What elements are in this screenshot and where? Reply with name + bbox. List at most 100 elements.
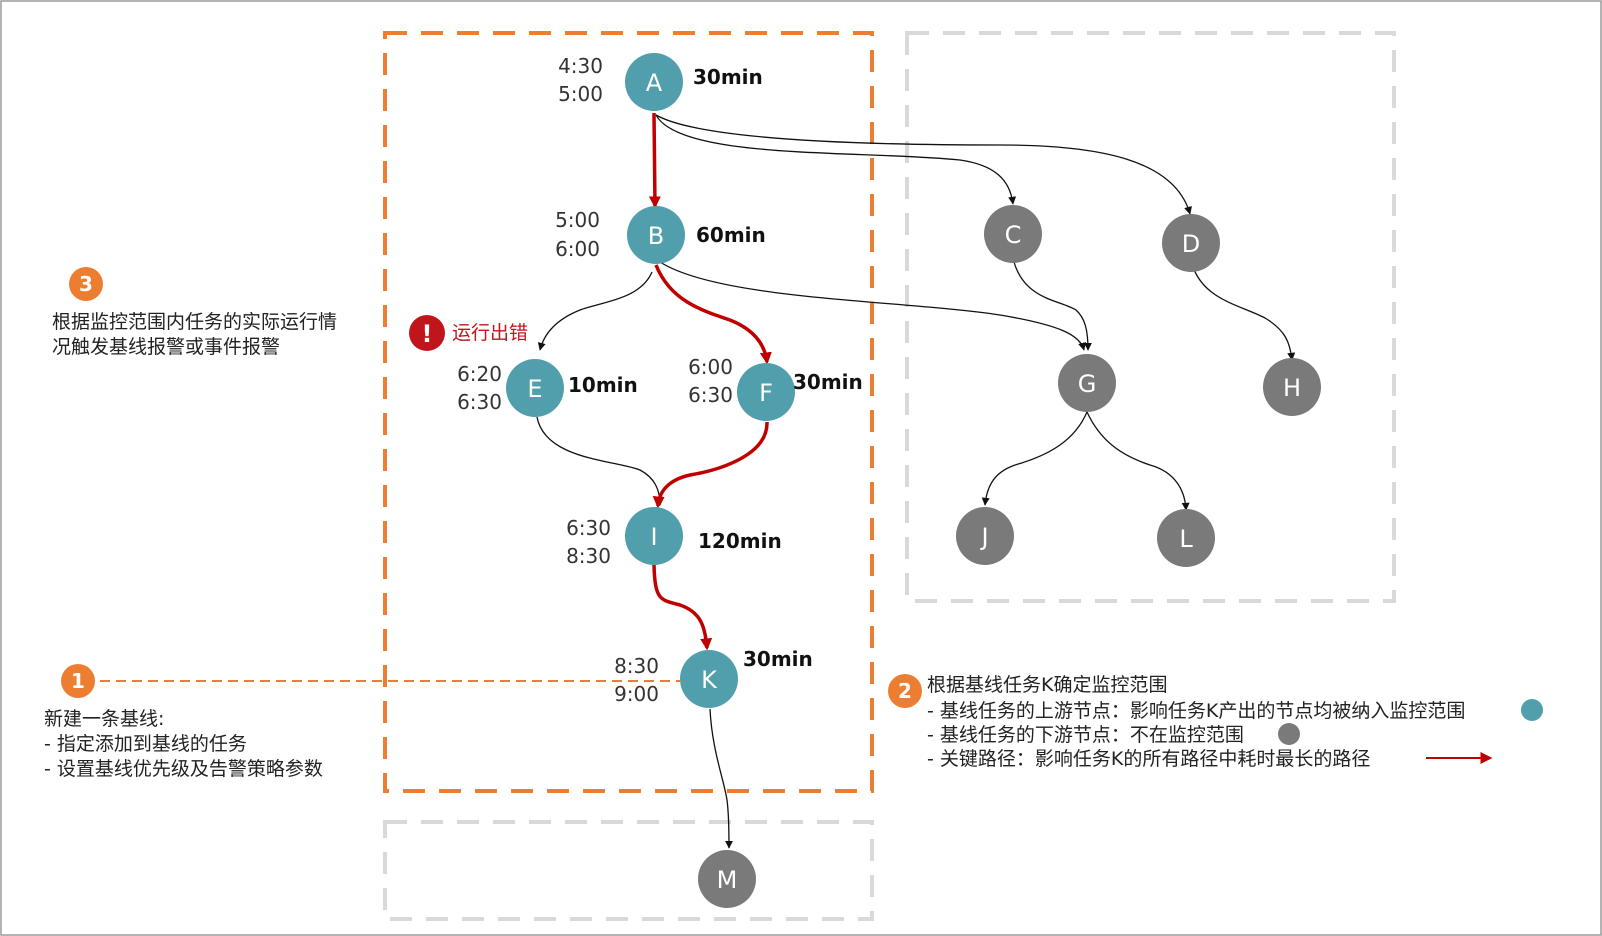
node-C-circle: [984, 205, 1042, 263]
node-G-circle: [1058, 354, 1116, 412]
node-H-label: H: [1283, 374, 1301, 402]
node-A-start: 4:30: [558, 54, 603, 78]
node-K-start: 8:30: [614, 654, 659, 678]
note-2-number: 2: [898, 679, 912, 703]
node-I: I: [625, 507, 683, 565]
edge-G-J: [981, 411, 1088, 506]
node-A-end: 5:00: [558, 82, 603, 106]
edge-A-C: [655, 114, 1017, 205]
node-F: F: [737, 363, 795, 421]
edges-normal: [536, 114, 1296, 849]
node-E: E: [506, 359, 564, 417]
note-3-line-2: 况触发基线报警或事件报警: [52, 336, 280, 358]
node-J: J: [956, 507, 1014, 565]
node-A-label: A: [646, 69, 663, 97]
edge-A-D: [655, 114, 1192, 215]
critical-edge-B-F: [654, 264, 772, 365]
monitoring-scope-region: [383, 31, 874, 793]
node-F-circle: [737, 363, 795, 421]
node-H: H: [1263, 358, 1321, 416]
edge-B-G: [659, 261, 1087, 351]
edge-G-L: [1086, 411, 1190, 511]
note-2-badge: [888, 674, 922, 708]
node-B-duration: 60min: [696, 223, 766, 247]
node-K-label: K: [701, 666, 718, 694]
error-text: 运行出错: [452, 322, 528, 344]
node-K: K: [680, 650, 738, 708]
edge-D-H: [1192, 266, 1296, 361]
node-I-start: 6:30: [566, 516, 611, 540]
note-2-item-2: - 基线任务的下游节点：不在监控范围: [927, 724, 1244, 746]
downstream-legend-dot: [1278, 723, 1300, 745]
node-I-label: I: [650, 523, 657, 551]
node-J-label: J: [979, 523, 988, 551]
node-M: M: [698, 850, 756, 908]
node-K-duration: 30min: [743, 647, 813, 671]
note-2-item-1: - 基线任务的上游节点：影响任务K产出的节点均被纳入监控范围: [927, 700, 1465, 722]
node-B-circle: [627, 206, 685, 264]
node-B-end: 6:00: [555, 237, 600, 261]
critical-edge-I-K: [652, 564, 713, 651]
downstream-region-bottom: [383, 820, 874, 921]
edge-B-E: [537, 271, 653, 351]
critical-edge-F-I: [652, 421, 769, 509]
node-I-end: 8:30: [566, 544, 611, 568]
error-icon: [409, 315, 445, 351]
outside-scope-region-right: [905, 31, 1396, 603]
error-icon-glyph: !: [422, 320, 433, 348]
note-1-number: 1: [71, 669, 85, 693]
node-G: G: [1058, 354, 1116, 412]
node-H-circle: [1263, 358, 1321, 416]
note-1-title: 新建一条基线:: [44, 708, 164, 730]
node-A: A: [625, 53, 683, 111]
node-L-label: L: [1179, 525, 1193, 553]
edge-C-G: [1013, 261, 1092, 351]
note-2-item-3: - 关键路径：影响任务K的所有路径中耗时最长的路径: [927, 748, 1370, 770]
edge-K-M: [709, 708, 733, 849]
node-M-label: M: [717, 866, 738, 894]
node-E-label: E: [527, 375, 542, 403]
note-1-item-1: - 指定添加到基线的任务: [44, 733, 247, 755]
critical-edge-A-B: [648, 112, 661, 209]
node-L: L: [1157, 509, 1215, 567]
node-A-circle: [625, 53, 683, 111]
note-3-number: 3: [79, 272, 93, 296]
node-F-start: 6:00: [688, 355, 733, 379]
node-K-circle: [680, 650, 738, 708]
node-G-label: G: [1078, 370, 1097, 398]
note-3-badge: [69, 267, 103, 301]
note-1: 1 新建一条基线: - 指定添加到基线的任务 - 设置基线优先级及告警策略参数: [44, 664, 323, 780]
node-E-end: 6:30: [457, 390, 502, 414]
node-B-start: 5:00: [555, 208, 600, 232]
node-D-label: D: [1182, 230, 1200, 258]
note-1-badge: [61, 664, 95, 698]
node-E-duration: 10min: [568, 373, 638, 397]
critical-path: [648, 112, 772, 651]
edge-E-I: [536, 416, 664, 506]
node-D: D: [1162, 214, 1220, 272]
node-C: C: [984, 205, 1042, 263]
node-I-circle: [625, 507, 683, 565]
upstream-legend-dot: [1521, 699, 1543, 721]
run-error-marker: ! 运行出错: [409, 315, 528, 351]
note-2: 2 根据基线任务K确定监控范围 - 基线任务的上游节点：影响任务K产出的节点均被…: [888, 674, 1543, 770]
node-L-circle: [1157, 509, 1215, 567]
nodes: A B C D E F G H I J K L M: [506, 53, 1321, 908]
node-F-duration: 30min: [793, 370, 863, 394]
note-3: 3 根据监控范围内任务的实际运行情 况触发基线报警或事件报警: [52, 267, 337, 358]
node-D-circle: [1162, 214, 1220, 272]
node-C-label: C: [1005, 221, 1022, 249]
node-B: B: [627, 206, 685, 264]
note-3-line-1: 根据监控范围内任务的实际运行情: [52, 311, 337, 333]
node-K-end: 9:00: [614, 682, 659, 706]
node-I-duration: 120min: [698, 529, 782, 553]
note-2-title: 根据基线任务K确定监控范围: [927, 674, 1167, 696]
node-B-label: B: [648, 222, 664, 250]
node-M-circle: [698, 850, 756, 908]
node-F-end: 6:30: [688, 383, 733, 407]
node-J-circle: [956, 507, 1014, 565]
node-E-start: 6:20: [457, 362, 502, 386]
